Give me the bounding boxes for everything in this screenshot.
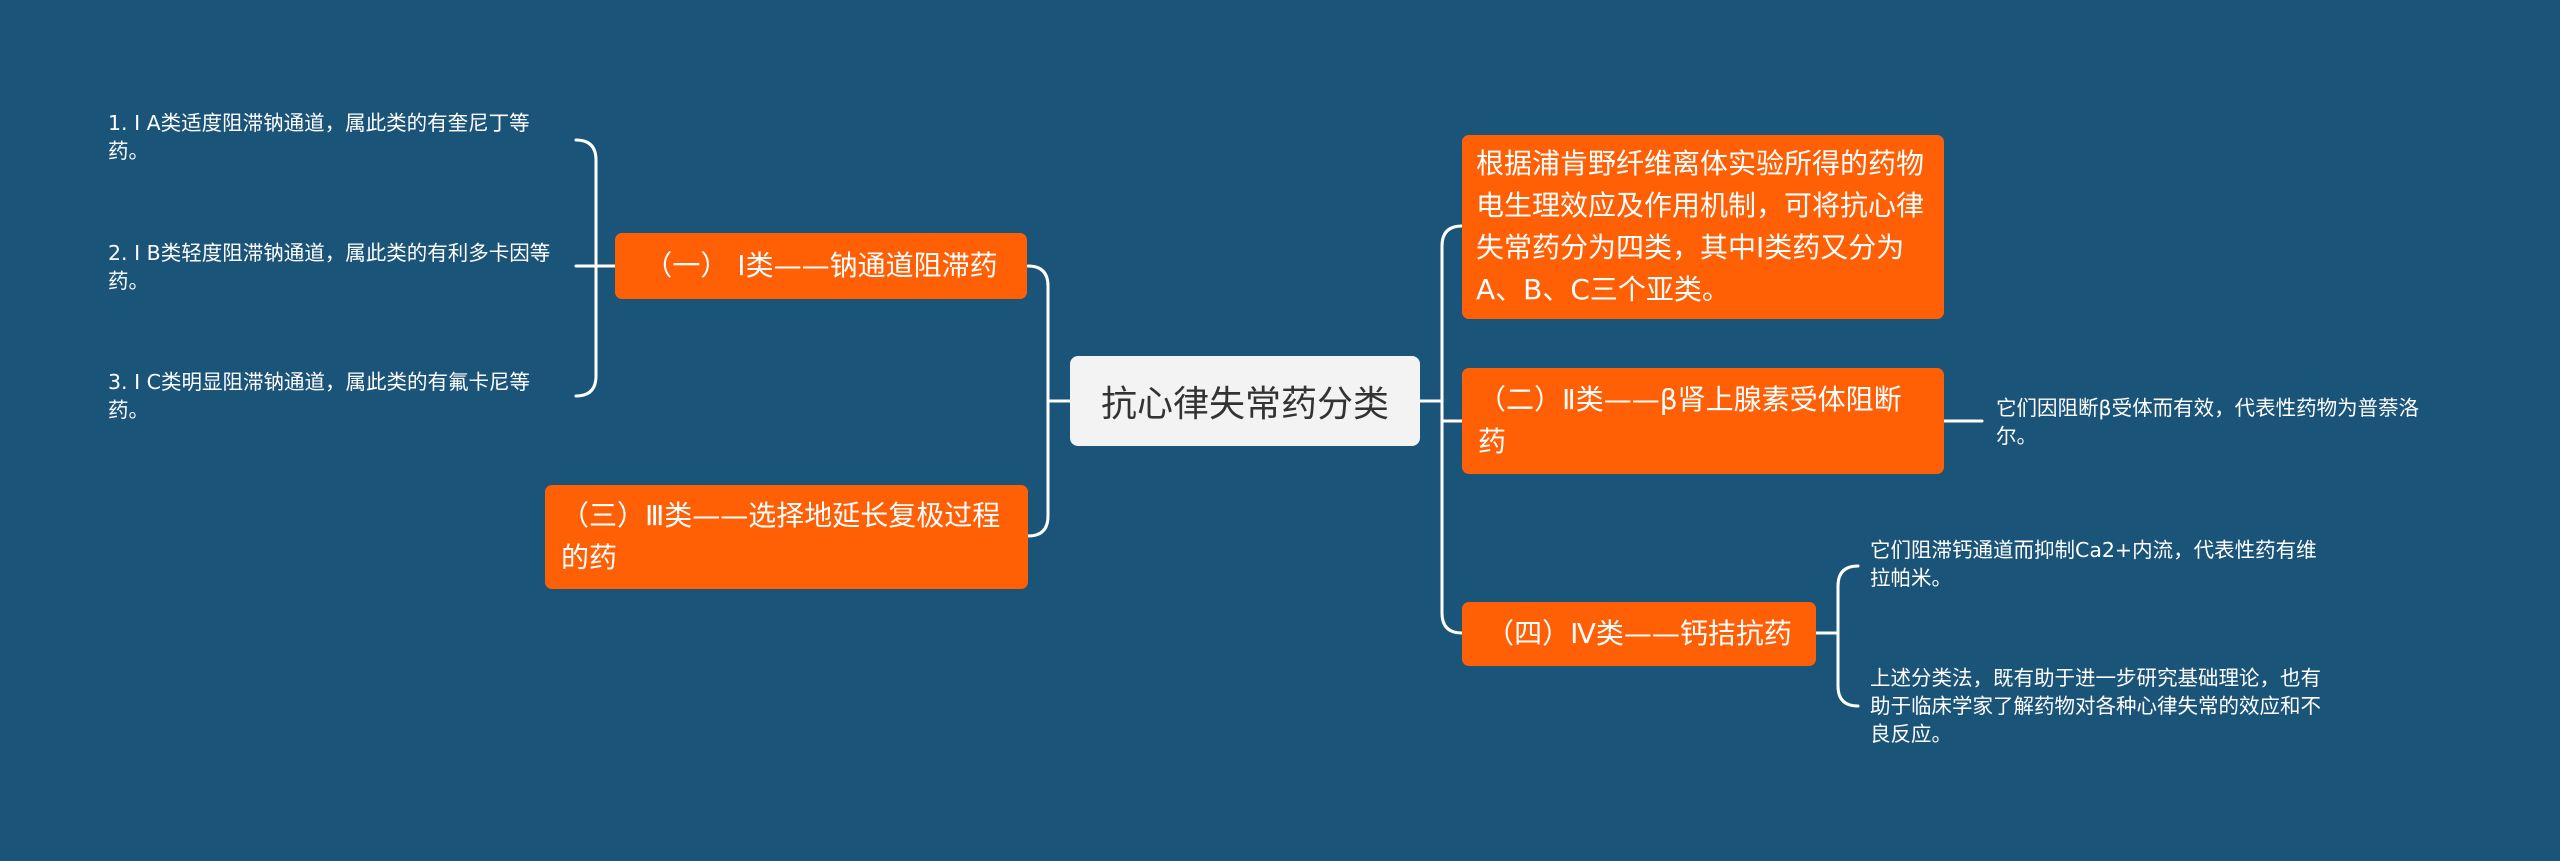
branch-class-3[interactable]: （三）Ⅲ类——选择地延长复极过程的药 <box>545 485 1028 589</box>
root-node[interactable]: 抗心律失常药分类 <box>1070 356 1420 446</box>
branch-class-1-label: （一） Ⅰ类——钠通道阻滞药 <box>644 249 998 282</box>
branch-class-4[interactable]: （四）Ⅳ类——钙拮抗药 <box>1462 602 1816 666</box>
leaf-class-2: 它们因阻断β受体而有效，代表性药物为普萘洛尔。 <box>1996 396 2420 448</box>
branch-class-1[interactable]: （一） Ⅰ类——钠通道阻滞药 <box>615 233 1027 299</box>
branch-class-2-label: （二）Ⅱ类——β肾上腺素受体阻断药 <box>1478 383 1902 458</box>
leaf-class-4a: 它们阻滞钙通道而抑制Ca2+内流，代表性药有维拉帕米。 <box>1870 538 2317 590</box>
leaf-class-1b: 2. Ⅰ B类轻度阻滞钠通道，属此类的有利多卡因等药。 <box>108 241 551 293</box>
branch-intro[interactable]: 根据浦肯野纤维离体实验所得的药物电生理效应及作用机制，可将抗心律失常药分为四类，… <box>1462 135 1944 319</box>
root-label: 抗心律失常药分类 <box>1100 384 1389 425</box>
branch-intro-label: 根据浦肯野纤维离体实验所得的药物电生理效应及作用机制，可将抗心律失常药分为四类，… <box>1476 147 1925 306</box>
leaf-class-1a: 1. Ⅰ A类适度阻滞钠通道，属此类的有奎尼丁等药。 <box>108 111 530 163</box>
branch-class-3-label: （三）Ⅲ类——选择地延长复极过程的药 <box>561 499 1001 574</box>
leaf-class-4b: 上述分类法，既有助于进一步研究基础理论，也有助于临床学家了解药物对各种心律失常的… <box>1870 666 2321 746</box>
branch-class-4-label: （四）Ⅳ类——钙拮抗药 <box>1486 617 1792 650</box>
branch-class-2[interactable]: （二）Ⅱ类——β肾上腺素受体阻断药 <box>1462 368 1944 474</box>
leaf-class-1c: 3. Ⅰ C类明显阻滞钠通道，属此类的有氟卡尼等药。 <box>108 370 530 422</box>
